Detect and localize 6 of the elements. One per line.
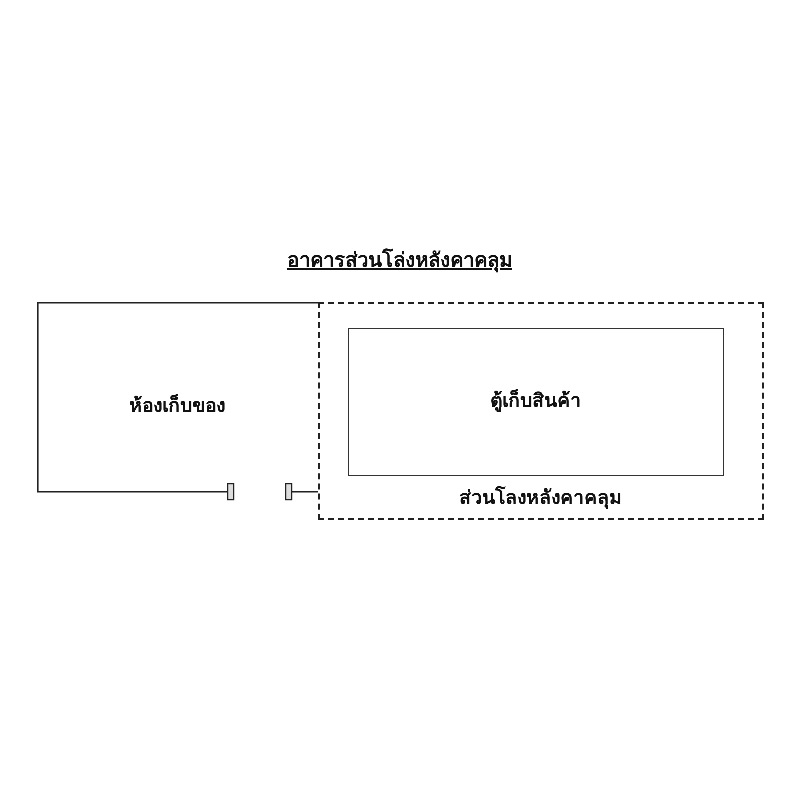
area-label: ตู้เก็บสินค้า <box>490 388 582 414</box>
storage-container <box>348 328 724 476</box>
area-label: ห้องเก็บของ <box>130 393 226 419</box>
covered-open-area <box>318 302 764 520</box>
plan-title: อาคารส่วนโล่งหลังคาคลุม <box>288 248 512 272</box>
area-label: ส่วนโลงหลังคาคลุม <box>460 485 622 512</box>
